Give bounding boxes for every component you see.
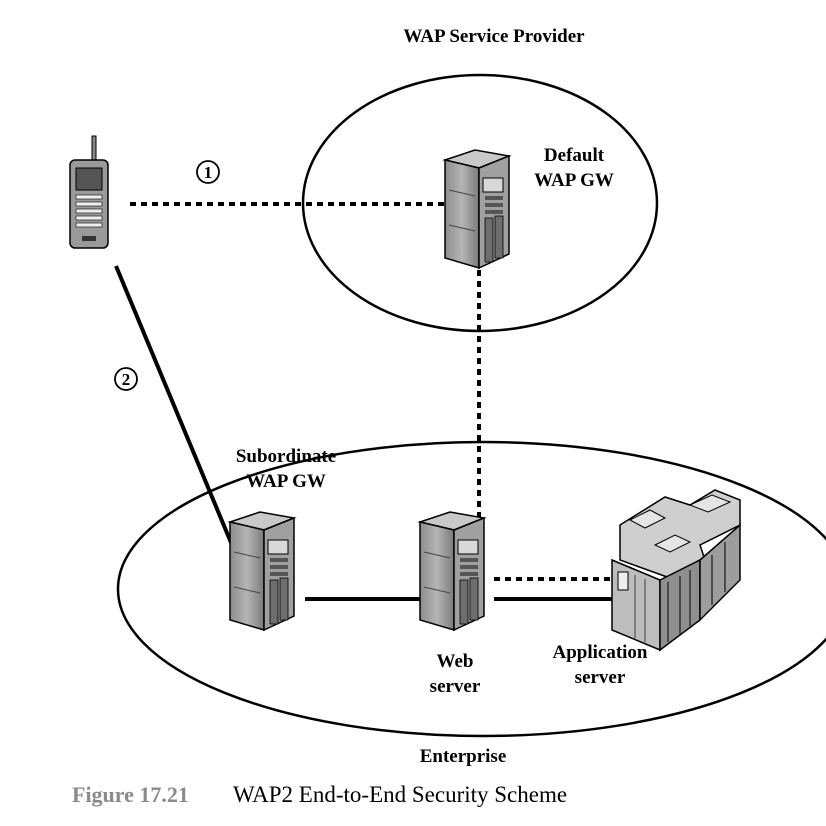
link-marker-2-label: 2	[122, 370, 131, 389]
subordinate-gw-label-line2: WAP GW	[246, 471, 326, 492]
app-server-label-line2: server	[575, 667, 626, 688]
link-marker-1: 1	[196, 160, 220, 184]
figure-caption: WAP2 End-to-End Security Scheme	[233, 782, 567, 807]
mobile-phone-icon	[69, 135, 109, 249]
link-marker-1-label: 1	[204, 163, 213, 182]
web-server-label-line1: Web	[437, 651, 474, 672]
default-gw-label-line1: Default	[544, 145, 605, 166]
application-server-icon	[611, 489, 741, 652]
default-gw-label-line2: WAP GW	[534, 170, 614, 191]
enterprise-region	[116, 440, 826, 738]
web-server-label-line2: server	[430, 676, 481, 697]
figure-number: Figure 17.21	[72, 782, 189, 807]
app-server-label-line1: Application	[552, 642, 647, 663]
link-marker-2: 2	[114, 367, 138, 391]
subordinate-gw-label-line1: Subordinate	[236, 446, 336, 467]
service-provider-title: WAP Service Provider	[403, 26, 585, 47]
link-phone-subordinate-gw	[114, 265, 234, 546]
default-gw-server-icon	[444, 149, 510, 269]
subordinate-gw-server-icon	[229, 511, 295, 631]
web-server-icon	[419, 511, 485, 631]
enterprise-label: Enterprise	[420, 746, 507, 767]
